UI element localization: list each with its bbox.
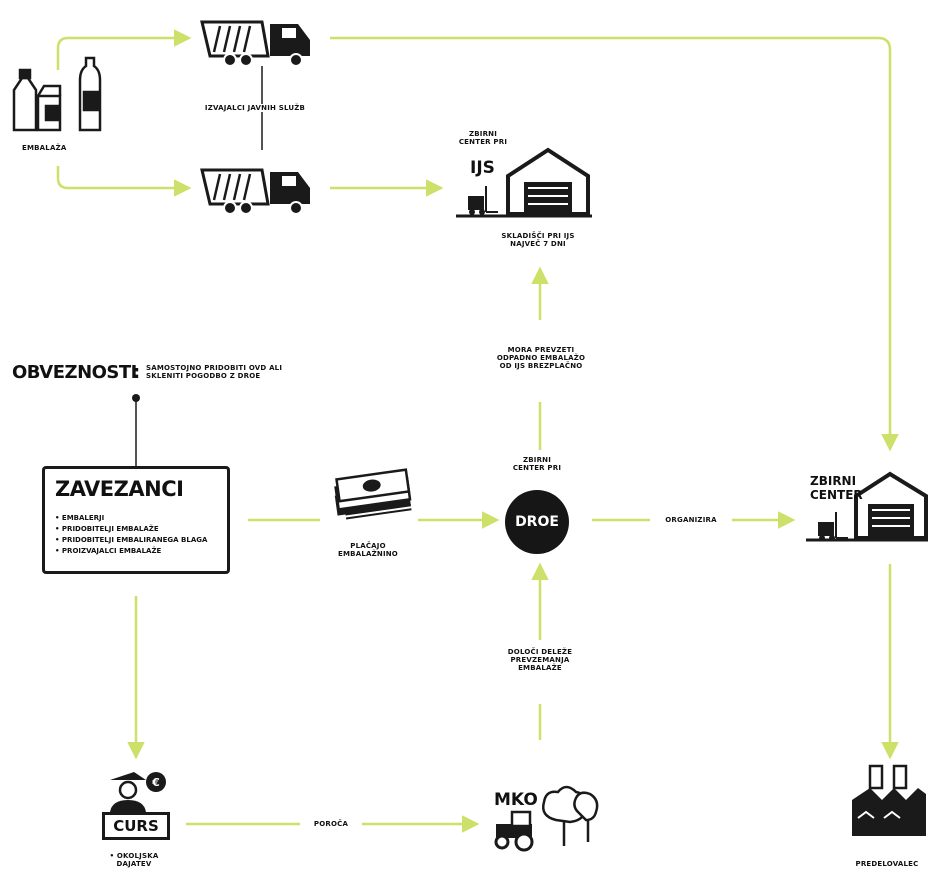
curs-box: CURS	[102, 812, 170, 840]
zavezanci-list: EMBALERJI PRIDOBITELJI EMBALAŽE PRIDOBIT…	[55, 513, 207, 557]
mko-label: MKO	[494, 790, 538, 810]
zavezanci-title: ZAVEZANCI	[55, 477, 184, 501]
arrow-embalaza-to-truck2	[56, 166, 192, 197]
milk-carton-icon	[12, 56, 102, 132]
zbirni-ijs-label: ZBIRNI CENTER PRI	[458, 130, 508, 146]
connectors	[56, 29, 899, 833]
zavezanci-box: ZAVEZANCI EMBALERJI PRIDOBITELJI EMBALAŽ…	[42, 466, 230, 574]
okoljska-label: • OKOLJSKA DAJATEV	[104, 852, 164, 868]
arrow-embalaza-to-truck1	[56, 29, 192, 70]
zbirni-droe-label: ZBIRNI CENTER PRI	[512, 456, 562, 472]
mora-prevzeti-label: MORA PREVZETI ODPADNO EMBALAŽO OD IJS BR…	[496, 346, 586, 370]
droe-node: DROE	[505, 490, 569, 554]
factory-icon	[852, 764, 926, 836]
organizira-label: ORGANIZIRA	[652, 516, 730, 524]
ijs-label: IJS	[470, 158, 495, 178]
skladisci-label: SKLADIŠČI PRI IJS NAJVEČ 7 DNI	[498, 232, 578, 248]
garbage-truck-icon	[200, 20, 310, 67]
doloci-label: DOLOČI DELEŽE PREVZEMANJA EMBALAŽE	[500, 648, 580, 672]
warehouse-icon	[806, 471, 928, 542]
embalaza-label: EMBALAŽA	[22, 144, 67, 152]
placajo-label: PLAČAJO EMBALAŽNINO	[334, 542, 402, 558]
forklift-icon	[818, 512, 848, 541]
euro-symbol: €	[151, 776, 160, 789]
warehouse-icon	[456, 147, 592, 218]
arrow-truck1-to-zbirni-center	[330, 36, 899, 452]
obveznosti-dot	[132, 394, 140, 402]
customs-officer-icon: €	[110, 772, 166, 812]
forklift-icon	[468, 186, 498, 215]
list-item: PROIZVAJALCI EMBALAŽE	[55, 546, 207, 557]
obveznosti-title: OBVEZNOSTI	[12, 362, 137, 383]
obveznosti-note: SAMOSTOJNO PRIDOBITI OVD ALI SKLENITI PO…	[146, 364, 286, 380]
poroca-label: POROČA	[302, 820, 360, 828]
list-item: EMBALERJI	[55, 513, 207, 524]
obveznosti-colon: :	[133, 362, 141, 383]
list-item: PRIDOBITELJI EMBALAŽE	[55, 524, 207, 535]
trees-icon	[542, 785, 599, 846]
izvajalci-label: IZVAJALCI JAVNIH SLUŽB	[200, 104, 310, 112]
garbage-truck-icon	[200, 168, 310, 215]
list-item: PRIDOBITELJI EMBALIRANEGA BLAGA	[55, 535, 207, 546]
tractor-icon	[494, 810, 534, 852]
money-stack-icon	[334, 468, 412, 520]
zbirni-center-label: ZBIRNI CENTER	[810, 474, 863, 502]
predelovalec-label: PREDELOVALEC	[855, 860, 919, 868]
